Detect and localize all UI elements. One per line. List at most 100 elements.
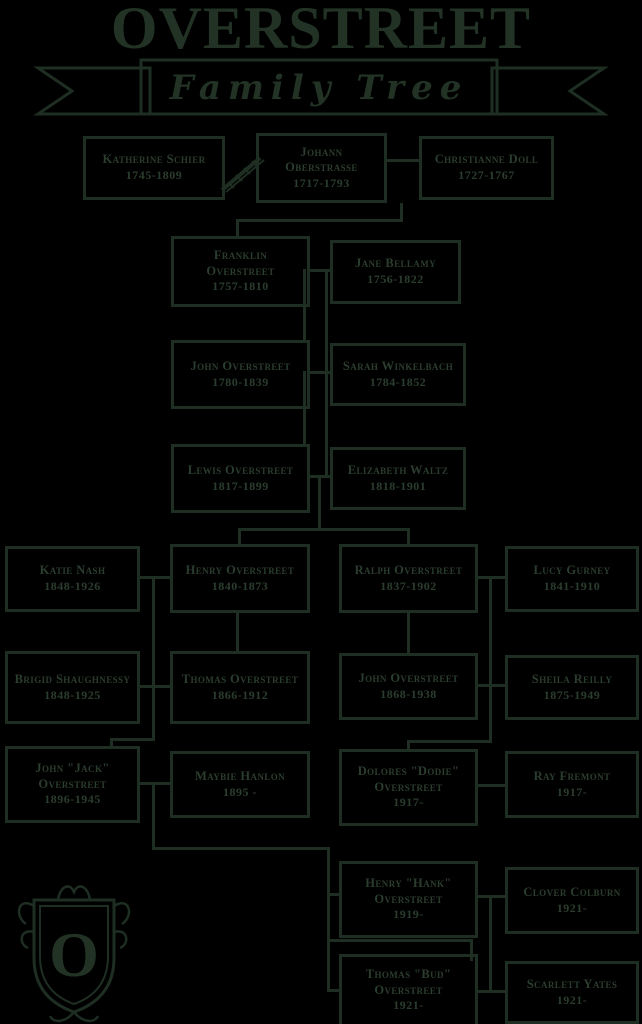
connector-line — [478, 990, 505, 993]
person-box-henry-overstreet: Henry Overstreet 1840-1873 — [170, 544, 310, 613]
person-box-elizabeth-waltz: Elizabeth Waltz 1818-1901 — [330, 447, 466, 510]
person-box-ralph-overstreet: Ralph Overstreet 1837-1902 — [339, 544, 478, 613]
person-dates: 1895 - — [223, 784, 257, 799]
person-dates: 1917- — [556, 784, 588, 799]
person-name: Johann Oberstrasse — [285, 144, 358, 175]
crest-letter: O — [49, 919, 99, 990]
person-dates: 1727-1767 — [458, 168, 515, 183]
person-dates: 1868-1938 — [380, 686, 437, 701]
person-name: Sarah Winkelbach — [342, 358, 454, 373]
connector-line — [152, 847, 330, 850]
connector-line — [110, 738, 155, 741]
person-name: John Overstreet — [190, 358, 291, 373]
person-box-sarah-winkelbach: Sarah Winkelbach 1784-1852 — [330, 343, 466, 406]
person-name: Sheila Reilly — [531, 671, 613, 686]
person-dates: 1756-1822 — [367, 272, 424, 287]
connector-line — [478, 784, 505, 787]
person-dates: 1896-1945 — [44, 792, 101, 807]
person-dates: 1818-1901 — [369, 478, 427, 493]
connector-line — [407, 528, 410, 544]
person-box-scarlett-yates: Scarlett Yates 1921- — [505, 961, 639, 1024]
person-name: Franklin Overstreet — [206, 248, 275, 278]
person-box-clover-colburn: Clover Colburn 1921- — [505, 867, 639, 934]
subtitle-banner-text: Family Tree — [169, 68, 469, 108]
person-dates: 1919- — [393, 907, 424, 922]
person-box-thomas-bud-overstreet: Thomas "Bud" Overstreet 1921- — [339, 954, 478, 1024]
connector-line — [236, 219, 403, 222]
person-box-henry-hank-overstreet: Henry "Hank" Overstreet 1919- — [339, 861, 478, 938]
person-name: Katie Nash — [39, 563, 106, 578]
person-dates: 1745-1809 — [125, 168, 183, 183]
person-name: Clover Colburn — [523, 884, 621, 899]
person-dates: 1780-1839 — [212, 374, 269, 389]
connector-line — [325, 371, 328, 476]
person-name: Henry Overstreet — [185, 562, 295, 577]
ribbon-banner — [33, 58, 609, 116]
person-dates: 1757-1810 — [212, 279, 269, 294]
connector-line — [318, 475, 321, 530]
person-name: Maybie Hanlon — [194, 768, 286, 783]
person-name: Scarlett Yates — [526, 976, 618, 991]
connector-line — [140, 685, 170, 688]
connector-line — [470, 939, 473, 961]
connector-line — [152, 782, 155, 850]
person-box-jane-bellamy: Jane Bellamy 1756-1822 — [330, 240, 461, 304]
person-box-ray-fremont: Ray Fremont 1917- — [505, 751, 639, 818]
connector-line — [489, 576, 492, 686]
person-dates: 1875-1949 — [543, 687, 601, 702]
person-name: John "Jack" Overstreet — [35, 761, 110, 791]
connector-line — [303, 269, 306, 340]
person-name: Christianne Doll — [434, 152, 539, 167]
person-box-lucy-gurney: Lucy Gurney 1841-1910 — [505, 546, 639, 612]
person-dates: 1921- — [393, 998, 424, 1013]
person-name: Lewis Overstreet — [187, 462, 294, 477]
family-crest-icon: O — [17, 885, 131, 1023]
person-dates: 1841-1910 — [543, 579, 601, 594]
person-name: Ray Fremont — [533, 768, 611, 783]
person-box-john-overstreet-1780: John Overstreet 1780-1839 — [171, 340, 310, 409]
person-box-lewis-overstreet: Lewis Overstreet 1817-1899 — [171, 444, 310, 513]
connector-line — [152, 685, 155, 740]
marriage-diagonal-connector — [220, 156, 265, 193]
person-dates: 1921- — [556, 992, 588, 1007]
person-dates: 1837-1902 — [380, 578, 437, 593]
connector-line — [327, 847, 330, 992]
connector-line — [140, 782, 170, 785]
person-dates: 1784-1852 — [369, 374, 427, 389]
connector-line — [407, 740, 492, 743]
person-name: Ralph Overstreet — [354, 562, 463, 577]
connector-line — [238, 528, 410, 531]
connector-line — [489, 895, 492, 992]
person-name: Brigid Shaughnessy — [14, 671, 131, 686]
person-name: John Overstreet — [358, 670, 459, 685]
connector-line — [387, 159, 419, 162]
person-box-johann-oberstrasse: Johann Oberstrasse 1717-1793 — [256, 133, 387, 203]
connector-line — [236, 613, 239, 651]
connector-line — [152, 576, 155, 688]
connector-line — [489, 684, 492, 742]
connector-line — [238, 528, 241, 544]
person-dates: 1717-1793 — [293, 175, 350, 190]
connector-line — [110, 738, 113, 748]
person-box-thomas-overstreet: Thomas Overstreet 1866-1912 — [170, 651, 310, 724]
person-dates: 1840-1873 — [211, 578, 269, 593]
connector-line — [310, 371, 330, 374]
connector-line — [236, 219, 239, 236]
person-dates: 1848-1925 — [44, 687, 101, 702]
person-box-sheila-reilly: Sheila Reilly 1875-1949 — [505, 655, 639, 720]
person-name: Katherine Schier — [102, 152, 206, 167]
person-name: Jane Bellamy — [354, 256, 437, 271]
connector-line — [327, 989, 339, 992]
connector-line — [325, 269, 328, 372]
person-box-john-overstreet-1868: John Overstreet 1868-1938 — [339, 653, 478, 720]
person-dates: 1921- — [556, 900, 588, 915]
person-name: Elizabeth Waltz — [347, 462, 449, 477]
person-name: Dolores "Dodie" Overstreet — [357, 764, 460, 794]
connector-line — [327, 893, 339, 896]
person-name: Lucy Gurney — [533, 563, 611, 578]
person-box-christianne-doll: Christianne Doll 1727-1767 — [419, 136, 554, 200]
person-name: Thomas "Bud" Overstreet — [365, 967, 452, 997]
person-box-dolores-dodie-overstreet: Dolores "Dodie" Overstreet 1917- — [339, 749, 478, 826]
connector-line — [310, 269, 330, 272]
